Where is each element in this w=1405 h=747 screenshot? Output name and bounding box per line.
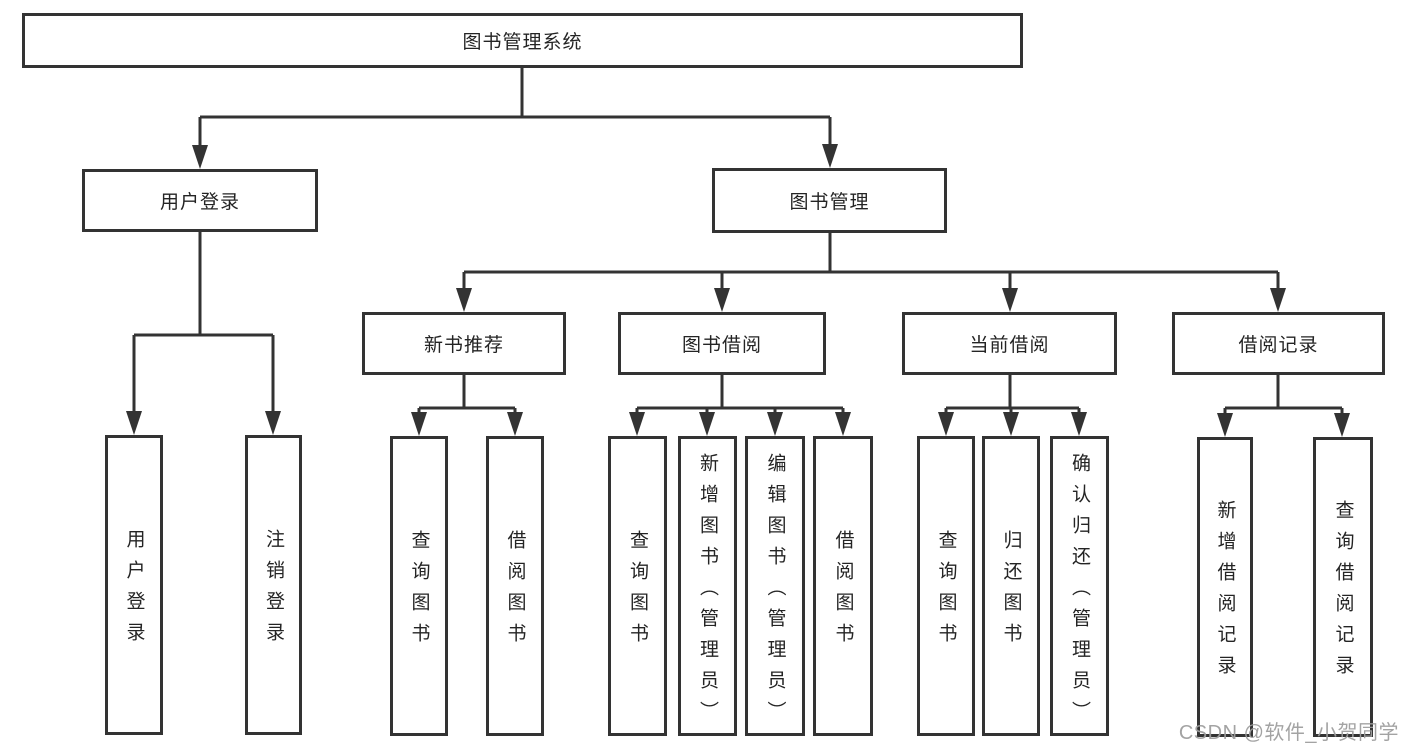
node-root: 图书管理系统 bbox=[22, 13, 1023, 68]
node-current-borrow: 当前借阅 bbox=[902, 312, 1117, 375]
leaf-return-books: 归还图书 bbox=[982, 436, 1040, 736]
node-book-management-label: 图书管理 bbox=[789, 192, 870, 213]
csdn-watermark: CSDN @软件_小贺同学 bbox=[1178, 722, 1399, 744]
leaf-add-book-admin: 新增图书（管理员） bbox=[678, 436, 737, 736]
leaf-query-books-current-label: 查询图书 bbox=[935, 530, 957, 654]
leaf-confirm-return-admin: 确认归还（管理员） bbox=[1050, 436, 1109, 736]
leaf-borrow-books-recommend: 借阅图书 bbox=[486, 436, 544, 736]
node-book-borrow: 图书借阅 bbox=[618, 312, 826, 375]
leaf-logout-label: 注销登录 bbox=[263, 529, 284, 653]
leaf-borrow-books-recommend-label: 借阅图书 bbox=[504, 530, 526, 654]
leaf-add-borrow-record-label: 新增借阅记录 bbox=[1214, 500, 1236, 686]
leaf-edit-book-admin-label: 编辑图书（管理员） bbox=[764, 452, 786, 732]
leaf-confirm-return-admin-label: 确认归还（管理员） bbox=[1069, 452, 1090, 732]
node-new-book-recommend: 新书推荐 bbox=[362, 312, 566, 375]
leaf-query-books-recommend-label: 查询图书 bbox=[408, 530, 430, 654]
node-user-login: 用户登录 bbox=[82, 169, 318, 232]
node-borrow-records: 借阅记录 bbox=[1172, 312, 1385, 375]
leaf-add-borrow-record: 新增借阅记录 bbox=[1197, 437, 1253, 737]
node-book-management: 图书管理 bbox=[712, 168, 947, 233]
leaf-user-login-label: 用户登录 bbox=[123, 529, 145, 653]
leaf-query-books-recommend: 查询图书 bbox=[390, 436, 448, 736]
leaf-add-book-admin-label: 新增图书（管理员） bbox=[697, 452, 718, 732]
node-book-borrow-label: 图书借阅 bbox=[681, 335, 762, 356]
node-root-label: 图书管理系统 bbox=[462, 32, 583, 53]
leaf-query-borrow-record-label: 查询借阅记录 bbox=[1332, 500, 1354, 686]
leaf-borrow-books-borrow: 借阅图书 bbox=[813, 436, 873, 736]
leaf-query-books-borrow-label: 查询图书 bbox=[627, 530, 648, 654]
leaf-edit-book-admin: 编辑图书（管理员） bbox=[745, 436, 805, 736]
node-user-login-label: 用户登录 bbox=[159, 192, 240, 213]
node-new-book-recommend-label: 新书推荐 bbox=[423, 335, 504, 356]
leaf-user-login: 用户登录 bbox=[105, 435, 163, 735]
leaf-query-books-current: 查询图书 bbox=[917, 436, 975, 736]
node-borrow-records-label: 借阅记录 bbox=[1238, 335, 1319, 356]
leaf-query-books-borrow: 查询图书 bbox=[608, 436, 667, 736]
leaf-return-books-label: 归还图书 bbox=[1000, 530, 1022, 654]
node-current-borrow-label: 当前借阅 bbox=[969, 335, 1050, 356]
leaf-borrow-books-borrow-label: 借阅图书 bbox=[832, 530, 854, 654]
leaf-query-borrow-record: 查询借阅记录 bbox=[1313, 437, 1373, 737]
leaf-logout: 注销登录 bbox=[245, 435, 302, 735]
